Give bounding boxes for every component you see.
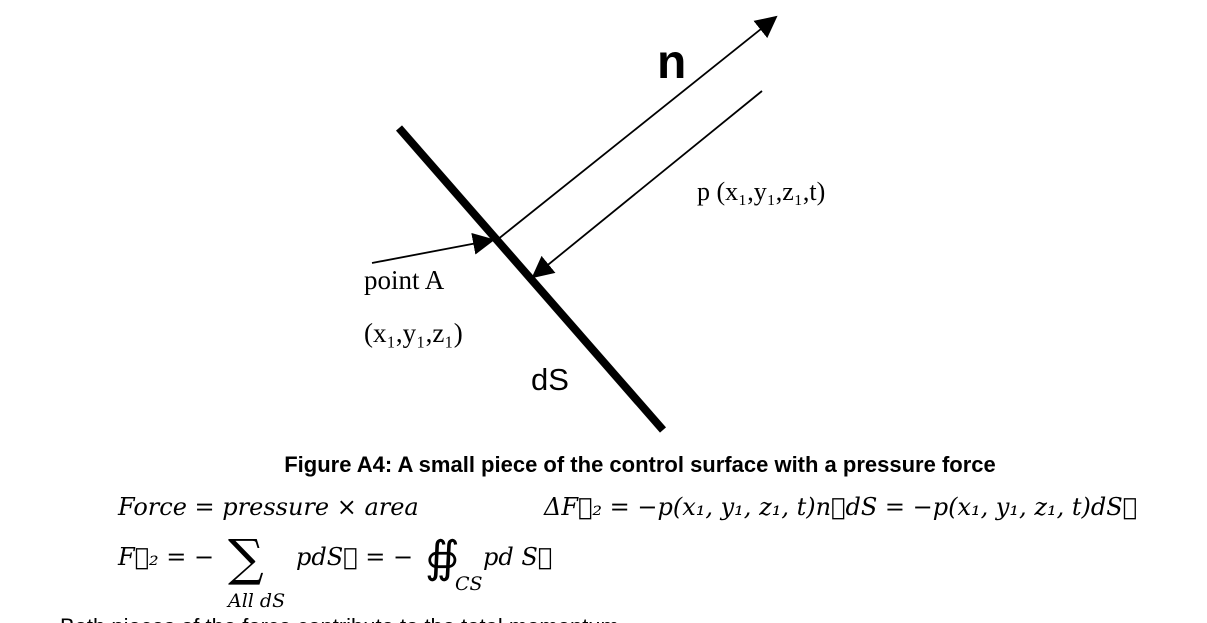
pressure-label: p (x₁,y₁,z₁,t) — [697, 177, 825, 206]
surface-element-line — [395, 125, 667, 433]
figure-caption: Figure A4: A small piece of the control … — [284, 452, 996, 477]
surface-integral-symbol: ∯ — [425, 532, 460, 583]
delta-force-equation: ΔF⃗₂ = −p(x₁, y₁, z₁, t)n⃗dS = −p(x₁, y₁… — [543, 493, 1137, 521]
total-force-mid: pdS⃗ = − — [296, 543, 413, 571]
point-a-coords: (x₁,y₁,z₁) — [364, 318, 463, 348]
point-a-pointer-arrow — [371, 232, 495, 264]
summation-subscript: All dS — [226, 590, 285, 612]
surface-integral-subscript: CS — [455, 573, 483, 595]
point-a-label: point A — [364, 265, 445, 295]
normal-vector-arrow — [496, 15, 778, 241]
total-force-lhs: F⃗₂ = − — [117, 543, 214, 571]
total-force-rhs: pd S⃗ — [483, 543, 552, 571]
element-label: dS — [531, 362, 569, 397]
pressure-force-arrow — [531, 90, 763, 279]
summation-symbol: ∑ — [228, 529, 264, 587]
normal-label: n — [657, 36, 686, 89]
footer-clip-group: Both pieces of the force contribute to t… — [60, 614, 619, 623]
force-definition: Force = pressure × area — [117, 493, 419, 521]
footer-text: Both pieces of the force contribute to t… — [60, 614, 619, 623]
